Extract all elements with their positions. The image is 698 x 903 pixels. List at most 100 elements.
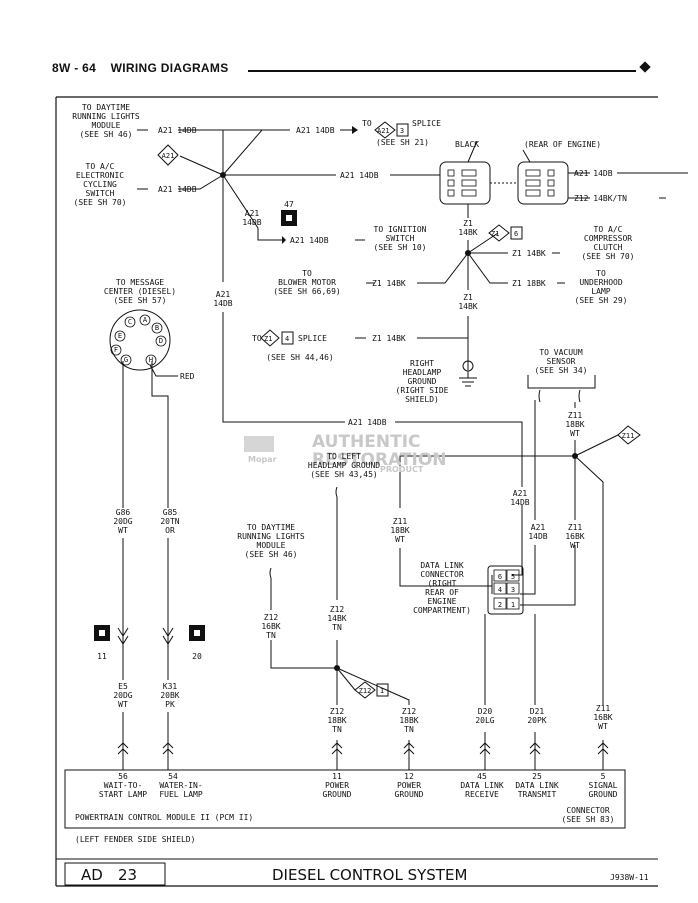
pcm-pin-54-line1: WATER-IN- (159, 781, 202, 790)
ac-cycling-line1: TO A/C (86, 162, 115, 171)
z11-sg-gauge: 16BK (593, 713, 612, 722)
pin-F: F (114, 346, 118, 354)
pin-ring (139, 314, 151, 326)
wire-z12-pg12 (336, 667, 410, 770)
z1-ground-label: Z1 (463, 293, 473, 302)
ac-comp-line4: (SEE SH 70) (582, 252, 635, 261)
splice-dot-z12 (334, 665, 340, 671)
underhood-line4: (SEE SH 29) (575, 296, 628, 305)
e5-gauge: 20DG (113, 691, 132, 700)
pcm-name: POWERTRAIN CONTROL MODULE II (PCM II) (75, 813, 253, 822)
a21-conn-wire-label: A21 14DB (340, 171, 379, 180)
pcm-pin-5-line2: GROUND (589, 790, 618, 799)
z12-16-color: TN (266, 631, 276, 640)
pin-cell (547, 179, 555, 187)
underhood-line1: TO (596, 269, 606, 278)
pin-H: H (149, 356, 153, 364)
vacuum-break-2 (578, 389, 581, 403)
z12-16-gauge: 16BK (261, 622, 280, 631)
a21-main-gauge: 14DB (213, 299, 232, 308)
g86-color: WT (118, 526, 128, 535)
mopar-logo-icon (244, 436, 274, 452)
msg-center-line3: (SEE SH 57) (114, 296, 167, 305)
pcm-pin-5-num: 5 (601, 772, 606, 781)
wire-a21-dlc5 (512, 505, 523, 576)
watermark: Mopar AUTHENTIC RESTORATION PRODUCT (244, 432, 447, 474)
g85-gauge: 20TN (160, 517, 179, 526)
lhg-break (335, 486, 338, 498)
message-center-connector (109, 309, 171, 371)
z1-tag-num: 6 (514, 230, 518, 238)
blower-line3: (SEE SH 66,69) (273, 287, 340, 296)
ac-cycling-line4: SWITCH (86, 189, 115, 198)
z11-mid-label: Z11 (393, 517, 408, 526)
vacuum-bracket (527, 375, 596, 389)
pcm-pin-56-num: 56 (118, 772, 128, 781)
connector-47-label: 47 (284, 200, 294, 209)
d20-gauge: 20LG (475, 716, 494, 725)
vacuum-line2: SENSOR (547, 357, 576, 366)
z11-sg-label: Z11 (596, 704, 611, 713)
wire-a21-main (222, 175, 523, 487)
pcm-pin-56-line1: WAIT-TO- (104, 781, 143, 790)
z1-blower-wire-label: Z1 14BK (372, 279, 406, 288)
dlc-line1: DATA LINK (420, 561, 464, 570)
z11-16-label: Z11 (568, 523, 583, 532)
z12-18a-color: TN (332, 725, 342, 734)
splice-a21-label: A21 (377, 127, 390, 135)
z12-18a-label: Z12 (330, 707, 345, 716)
dlc-pin-4: 4 (498, 586, 502, 594)
ac-comp-line2: COMPRESSOR (584, 234, 632, 243)
z12-18b-label: Z12 (402, 707, 417, 716)
pcm-pin-12-line2: GROUND (395, 790, 424, 799)
drl-mid-line4: (SEE SH 46) (245, 550, 298, 559)
k31-label: K31 (163, 682, 178, 691)
inline-conn-20 (162, 627, 174, 645)
wire-z11-dlc (399, 455, 575, 587)
drl-mid-line2: RUNNING LIGHTS (237, 532, 305, 541)
z12-18b-color: TN (404, 725, 414, 734)
page-header: 8W - 64 WIRING DIAGRAMS (52, 61, 229, 75)
see-sh44-label: (SEE SH 44,46) (266, 353, 333, 362)
a21-tag-diamond (157, 144, 179, 166)
k31-color: PK (165, 700, 175, 709)
splice-z1-num: 4 (285, 335, 289, 343)
a21-dlc-gauge: 14DB (510, 498, 529, 507)
connector-20-label: 20 (192, 652, 202, 661)
drl-top-line3: MODULE (92, 121, 121, 130)
wire-a21-dlc3 (520, 400, 536, 595)
dlc-pin-6: 6 (498, 573, 502, 581)
z12-out-wire-label: Z12 14BK/TN (574, 194, 627, 203)
connector-47-hole (286, 215, 292, 221)
wire-e5-k31 (122, 648, 169, 770)
ign-switch-line2: SWITCH (386, 234, 415, 243)
drl-top-line1: TO DAYTIME (82, 103, 130, 112)
left-headlamp-line3: (SEE SH 43,45) (310, 470, 377, 479)
pin-ring (124, 316, 136, 328)
vacuum-line1: TO VACUUM (539, 348, 583, 357)
connector-11-label: 11 (97, 652, 107, 661)
data-link-connector (487, 565, 524, 615)
blower-line2: BLOWER MOTOR (278, 278, 336, 287)
underhood-line3: LAMP (591, 287, 610, 296)
z12-14-label: Z12 (330, 605, 345, 614)
pin-ring (145, 354, 157, 366)
dlc-line3: (RIGHT (428, 579, 457, 588)
a21-out-wire-label: A21 14DB (574, 169, 613, 178)
splice-z1-diamond (260, 329, 280, 347)
pcm-conn-45-25 (479, 742, 541, 755)
ac-comp-line1: TO A/C (594, 225, 623, 234)
dlc-cell (493, 597, 507, 610)
z11-tag-diamond (617, 425, 641, 445)
connector-callouts (467, 140, 531, 163)
wire-g85 (151, 361, 169, 648)
dlc-cell (506, 597, 520, 610)
pcm-pin-5-line1: SIGNAL (589, 781, 618, 790)
ac-comp-line3: CLUTCH (594, 243, 623, 252)
pin-ring (120, 354, 132, 366)
splice-to-label: TO (362, 119, 372, 128)
a21-drl-wire-label: A21 14DB (158, 126, 197, 135)
blower-line1: TO (302, 269, 312, 278)
z11-sg-color: WT (598, 722, 608, 731)
